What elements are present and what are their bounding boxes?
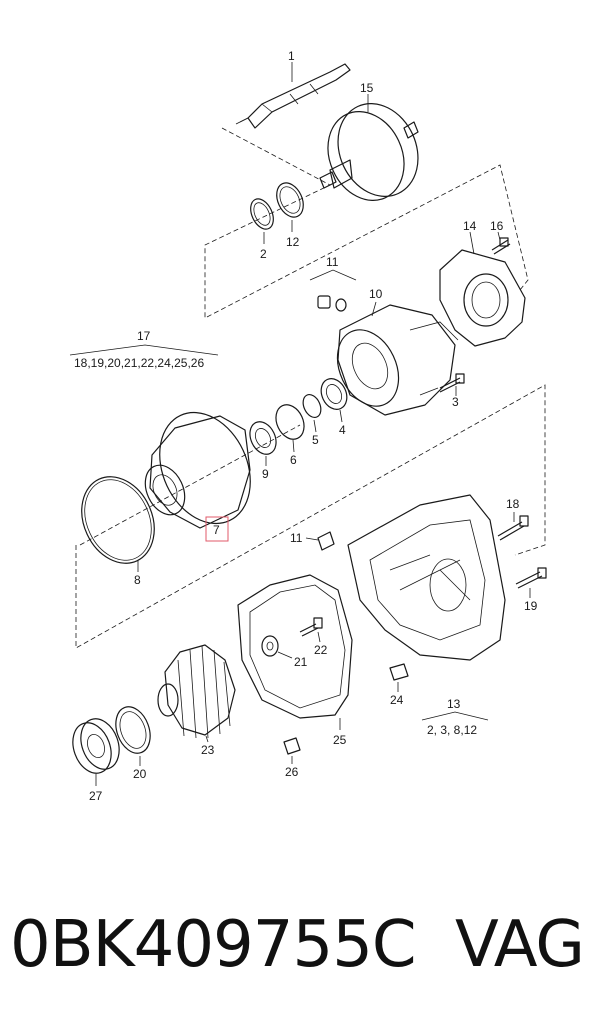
callout-19: 19 [524, 599, 538, 613]
callout-25: 25 [333, 733, 347, 747]
part-20-ring [115, 706, 151, 754]
callout-7: 7 [213, 523, 220, 537]
leader-22 [317, 631, 321, 643]
part-8-o-ring [81, 476, 155, 564]
part-21-washer [261, 635, 279, 657]
callout-12: 12 [286, 235, 300, 249]
callout-27: 27 [89, 789, 103, 803]
part-2-ring [250, 198, 274, 230]
part-23-gear [157, 644, 236, 739]
part-4-bearing [320, 378, 348, 410]
part-5-ring [302, 394, 322, 418]
part-3-bolt [439, 373, 465, 393]
assembly-boundary-top [204, 127, 529, 319]
part-6-ring [275, 404, 305, 440]
callout-5: 5 [312, 433, 319, 447]
part-26-pin [283, 737, 301, 755]
callout-4: 4 [339, 423, 346, 437]
callout-13-list: 2, 3, 8,12 [427, 723, 477, 737]
leader-6 [292, 439, 295, 453]
bracket-17 [69, 344, 219, 356]
leader-21 [277, 651, 293, 659]
part-25-cover [237, 574, 353, 719]
part-12-snap-ring [276, 182, 304, 218]
part-19-bolt [515, 567, 547, 589]
leader-23 [205, 735, 209, 743]
callout-6: 6 [290, 453, 297, 467]
brand-name: VAG [455, 908, 585, 982]
callout-26: 26 [285, 765, 299, 779]
callout-20: 20 [133, 767, 147, 781]
axis-line-middle [79, 424, 301, 546]
assembly-boundary-middle [75, 384, 546, 649]
callout-2: 2 [260, 247, 267, 261]
part-24-pin [389, 663, 409, 681]
callout-14: 14 [463, 219, 477, 233]
part-11-plug-top [309, 269, 357, 312]
bracket-13 [421, 711, 489, 721]
part-9-bearing [249, 421, 277, 455]
callout-9: 9 [262, 467, 269, 481]
part-22-bolt [299, 617, 323, 637]
callout-3: 3 [452, 395, 459, 409]
leader-5 [313, 419, 317, 433]
leader-4 [339, 409, 343, 423]
callout-22: 22 [314, 643, 328, 657]
part-18-bolt [497, 515, 529, 541]
part-1-shaft [235, 63, 351, 129]
exploded-parts-diagram: 1 15 2 12 14 16 11 10 17 18,19,20,21,22,… [69, 49, 547, 803]
highlight-box-7 [205, 516, 229, 542]
callout-23: 23 [201, 743, 215, 757]
callout-8: 8 [134, 573, 141, 587]
callout-11-lower: 11 [290, 531, 303, 545]
callout-11-top: 11 [326, 255, 339, 269]
part-16-bolt [491, 237, 511, 255]
callout-15: 15 [360, 81, 374, 95]
part-14-flange [439, 249, 526, 347]
part-27-bearing [72, 718, 120, 774]
leader-14 [469, 231, 475, 255]
part-15-clutch-drum [319, 103, 419, 201]
part-number: 0BK409755C [10, 908, 417, 982]
callout-24: 24 [390, 693, 404, 707]
leader-16 [497, 231, 501, 241]
callout-17: 17 [137, 329, 151, 343]
gearbox-housing [347, 494, 506, 661]
leader-10 [371, 301, 377, 317]
part-7-planetary-housing [144, 411, 251, 529]
part-10-housing [336, 304, 459, 416]
part-11-plug-lower [305, 531, 335, 551]
footer: 0BK409755C VAG [0, 895, 600, 995]
callout-1: 1 [288, 49, 295, 63]
callout-10: 10 [369, 287, 383, 301]
callout-21: 21 [294, 655, 308, 669]
callout-13: 13 [447, 697, 461, 711]
callout-18: 18 [506, 497, 520, 511]
callout-17-list: 18,19,20,21,22,24,25,26 [74, 356, 204, 370]
callout-16: 16 [490, 219, 504, 233]
